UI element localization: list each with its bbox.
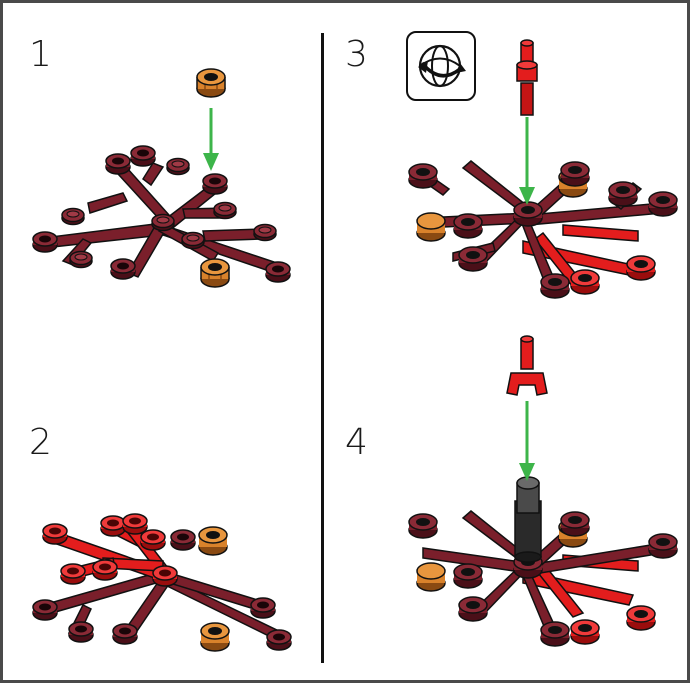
- step-number-3: 3: [345, 34, 368, 75]
- step-number-4: 4: [345, 422, 368, 463]
- step-divider: [321, 33, 324, 663]
- step-2-illustration: [32, 513, 292, 652]
- step-1-illustration: [32, 68, 291, 288]
- rotate-model-icon: [406, 31, 476, 101]
- step-number-1: 1: [29, 34, 52, 75]
- step-3-illustration: [408, 39, 678, 299]
- step-number-2: 2: [29, 422, 52, 463]
- step-4-illustration: [408, 335, 678, 647]
